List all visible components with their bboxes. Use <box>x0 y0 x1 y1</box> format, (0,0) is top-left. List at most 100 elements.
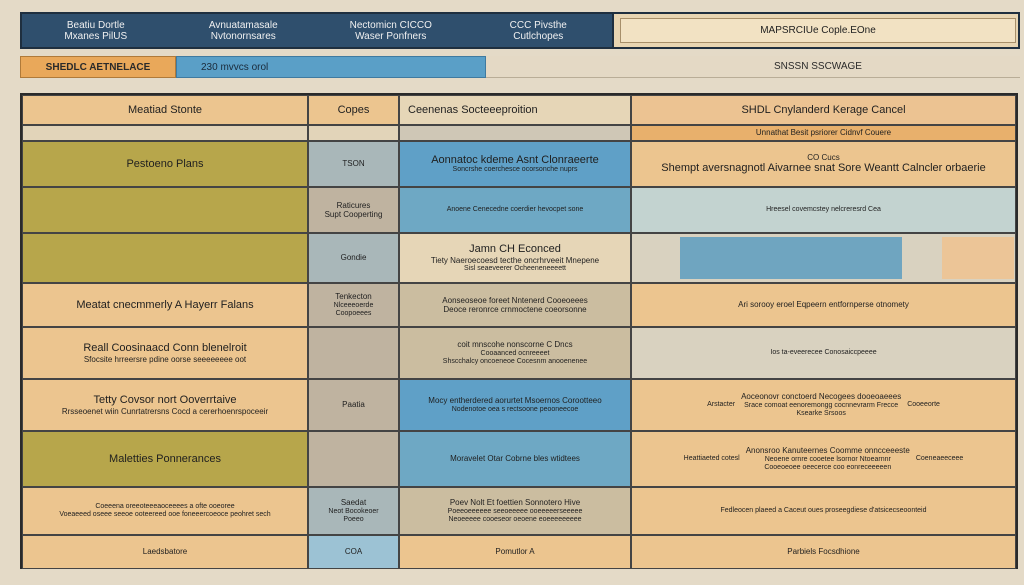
table-row-6-col-1-title: Tetty Covsor nort Ooverrtaive <box>93 394 237 407</box>
header-col-3[interactable]: Nectomicn CICCO Waser Ponfners <box>317 14 465 47</box>
header-col-1-line-1: Beatiu Dortle <box>66 19 125 31</box>
table-row-9-col-2: COA <box>308 535 399 569</box>
header-col-2-line-1: Avnuatamasale <box>208 19 278 31</box>
table-header-col-3[interactable]: Ceenenas Socteeeproition <box>399 95 631 125</box>
header-col-3-line-1: Nectomicn CICCO <box>349 19 432 31</box>
table-row-2-col-2-line-1: Raticures <box>336 200 371 210</box>
table-row-6-col-4-center-line-1: Aoceonovr conctoerd Necogees dooeoaeees <box>741 392 902 402</box>
table-row-4-col-2-line-3: Coopoeees <box>335 309 372 317</box>
table-row-0-col-2 <box>308 125 399 141</box>
table-row-5-col-3: coit mnscohe nonscorne C Dncs Cooaanced … <box>399 327 631 379</box>
subheader-blue-label[interactable]: 230 mvvcs orol <box>176 56 486 78</box>
table-row-6-col-1-detail: Rrsseoenet wiin Cunrtatrersns Cocd a cer… <box>61 406 269 416</box>
table-row-4-col-4: Ari sorooy eroel Eqpeern entfornperse ot… <box>631 283 1016 327</box>
table-row-7-col-4-center-line-1: Anonsroo Kanuteernes Coomme onncceeeste <box>745 446 910 456</box>
table-row-5-col-1-detail: Sfocsite hrreersre pdine oorse seeeeeeee… <box>83 354 247 364</box>
subheader-right-label: SNSSN SSCWAGE <box>486 56 1020 78</box>
table-header-col-1[interactable]: Meatiad Stonte <box>22 95 308 125</box>
table-row-6-col-4-center: Aoceonovr conctoerd Necogees dooeoaeees … <box>741 392 901 417</box>
table-row-7-col-4-center: Anonsroo Kanuteernes Coomme onncceeeste … <box>746 446 910 471</box>
table-row-4-col-3: Aonseoseoe foreet Nntenerd Cooeoeees Deo… <box>399 283 631 327</box>
table-row-3-col-3-detail-1: Tiety Naeroecoesd tecthe oncrhrveeit Mne… <box>430 255 600 265</box>
table-row-1-col-4-detail: Shempt aversnagnotl Aivarnee snat Sore W… <box>661 162 986 175</box>
table-row-3-col-3-title: Jamn CH Econced <box>469 243 561 256</box>
header-col-4[interactable]: CCC Pivsthe Cutlchopes <box>465 14 613 47</box>
row-3-peach-highlight <box>942 237 1014 279</box>
table-row-5-col-3-title: coit mnscohe nonscorne C Dncs <box>457 340 573 350</box>
table-row-6-col-2: Paatia <box>308 379 399 431</box>
table-row-4-col-2-line-1: Tenkecton <box>335 292 372 302</box>
table-row-5-col-4: Ios ta-eveerecee Conosaiccpeeee <box>631 327 1016 379</box>
table-row-6-col-4-left: Arstacter <box>707 400 736 408</box>
table-row-5-col-3-detail-1: Cooaanced ocnreeeet <box>480 349 550 357</box>
table-row-9-col-3: Pomutlor A <box>399 535 631 569</box>
table-row-7-col-1: Maletties Ponnerances <box>22 431 308 487</box>
table-row-7-col-2 <box>308 431 399 487</box>
table-row-9-col-1: Laedsbatore <box>22 535 308 569</box>
table-row-1-col-2: TSON <box>308 141 399 187</box>
table-row-4-col-2: Tenkecton Nlceeeoerde Coopoeees <box>308 283 399 327</box>
table-row-6-col-1: Tetty Covsor nort Ooverrtaive Rrsseoenet… <box>22 379 308 431</box>
table-row-7-col-4: Heattiaeted cotesl Anonsroo Kanuteernes … <box>631 431 1016 487</box>
table-row-8-col-1-line-2: Voeaeeed oseee seeoe ooteereed ooe fonee… <box>59 511 271 518</box>
table-row-3-col-1 <box>22 233 308 283</box>
table-row-8-col-3-detail-1: Poeeoeeeeee seeoeeeee ooeeeeerseeeee <box>447 507 583 515</box>
table-row-8-col-2: Saedat Neot Bocokeoer Poeeo <box>308 487 399 535</box>
table-row-6-col-4-center-line-2: Srace comoat eenoremongg cocnnevrarm Fre… <box>744 401 899 409</box>
header-col-4-line-1: CCC Pivsthe <box>509 19 567 31</box>
table-row-8-col-3-title: Poev Nolt Et foettien Sonnotero Hive <box>449 498 581 508</box>
data-table: Meatiad Stonte Copes Ceenenas Socteeepro… <box>20 93 1018 569</box>
table-row-0-col-3 <box>399 125 631 141</box>
table-row-6-col-4-center-line-3: Ksearke Srsoos <box>796 409 846 417</box>
table-row-2-col-2: Raticures Supt Cooperting <box>308 187 399 233</box>
table-row-3-col-4 <box>631 233 1016 283</box>
table-row-8-col-1-line-1: Coeeena oreeoteeeaoceeees a ofte ooeoree <box>95 502 235 510</box>
table-row-8-col-3-detail-2: Neoeeeee cooeseor oeoene eoeeeeeeeee <box>448 515 582 523</box>
table-row-5-col-3-detail-2: Shscchalcy oncoeneoe Cocesnm anooenenee <box>442 357 588 365</box>
table-row-0-col-1 <box>22 125 308 141</box>
header-right-panel: MAPSRCIUe Cople.EOne <box>614 12 1020 49</box>
table-row-5-col-1: Reall Coosinaacd Conn blenelroit Sfocsit… <box>22 327 308 379</box>
table-row-8-col-2-line-3: Poeeo <box>343 515 364 523</box>
table-header-col-2[interactable]: Copes <box>308 95 399 125</box>
table-row-1-col-3: Aonnatoc kdeme Asnt Clonraeerte Soncrshe… <box>399 141 631 187</box>
table-row-2-col-3: Anoene Cenecedne coerdier hevocpet sone <box>399 187 631 233</box>
table-row-1-col-1: Pestoeno Plans <box>22 141 308 187</box>
table-row-5-col-2 <box>308 327 399 379</box>
table-row-7-col-4-center-line-3: Cooeoeoee oeecerce coo eonreceeeeen <box>764 463 892 471</box>
table-row-6-col-3: Mocy entherdered aorurtet Msoernos Coroo… <box>399 379 631 431</box>
table-row-4-col-1: Meatat cnecmmerly A Hayerr Falans <box>22 283 308 327</box>
table-row-4-col-2-line-2: Nlceeeoerde <box>333 301 374 309</box>
header-col-1-line-2: Mxanes PilUS <box>64 30 128 42</box>
table-row-7-col-4-left: Heattiaeted cotesl <box>683 454 740 462</box>
table-row-1-col-4: CO Cucs Shempt aversnagnotl Aivarnee sna… <box>631 141 1016 187</box>
table-row-2-col-4: Hreesel covemcstey nelcreresrd Cea <box>631 187 1016 233</box>
header-right-label[interactable]: MAPSRCIUe Cople.EOne <box>620 18 1016 43</box>
table-row-7-col-4-right: Coeneaeeceee <box>915 454 964 462</box>
subheader-orange-label[interactable]: SHEDLC AETNELACE <box>20 56 176 78</box>
table-row-4-col-3-detail: Deoce reronrce crnmoctene coeorsonne <box>443 305 587 314</box>
table-row-1-col-3-detail: Soncrshe coerchesce ocorsonche nuprs <box>452 166 578 174</box>
table-row-8-col-3: Poev Nolt Et foettien Sonnotero Hive Poe… <box>399 487 631 535</box>
table-row-0-col-4: Unnathat Besit psriorer Cidnvf Couere <box>631 125 1016 141</box>
header-col-2-line-2: Nvtonornsares <box>210 30 276 42</box>
row-3-blue-highlight <box>680 237 902 279</box>
table-row-6-col-3-detail: Nodenotoe oea s rectsoone peooneecoe <box>451 405 579 413</box>
table-row-8-col-2-line-1: Saedat <box>340 498 367 508</box>
table-row-2-col-2-line-2: Supt Cooperting <box>324 210 383 219</box>
header-col-4-line-2: Cutlchopes <box>513 30 564 42</box>
table-row-5-col-1-title: Reall Coosinaacd Conn blenelroit <box>83 342 247 355</box>
table-row-6-col-4: Arstacter Aoceonovr conctoerd Necogees d… <box>631 379 1016 431</box>
table-row-7-col-4-center-line-2: Neoene ornre cooetee lsornor Ntoearnnr <box>764 455 891 463</box>
header-col-1[interactable]: Beatiu Dortle Mxanes PilUS <box>22 14 170 47</box>
table-row-8-col-4: Fedleocen plaeed a Caceut oues proseegdi… <box>631 487 1016 535</box>
table-header-col-4[interactable]: SHDL Cnylanderd Kerage Cancel <box>631 95 1016 125</box>
header-col-2[interactable]: Avnuatamasale Nvtonornsares <box>170 14 318 47</box>
table-row-3-col-2: Gondie <box>308 233 399 283</box>
table-row-7-col-3: Moravelet Otar Cobrne bles wtidtees <box>399 431 631 487</box>
table-row-9-col-4: Parbiels Focsdhione <box>631 535 1016 569</box>
table-row-2-col-1 <box>22 187 308 233</box>
table-row-8-col-2-line-2: Neot Bocokeoer <box>328 507 379 515</box>
table-row-1-col-4-title: CO Cucs <box>807 153 840 163</box>
table-row-3-col-3: Jamn CH Econced Tiety Naeroecoesd tecthe… <box>399 233 631 283</box>
